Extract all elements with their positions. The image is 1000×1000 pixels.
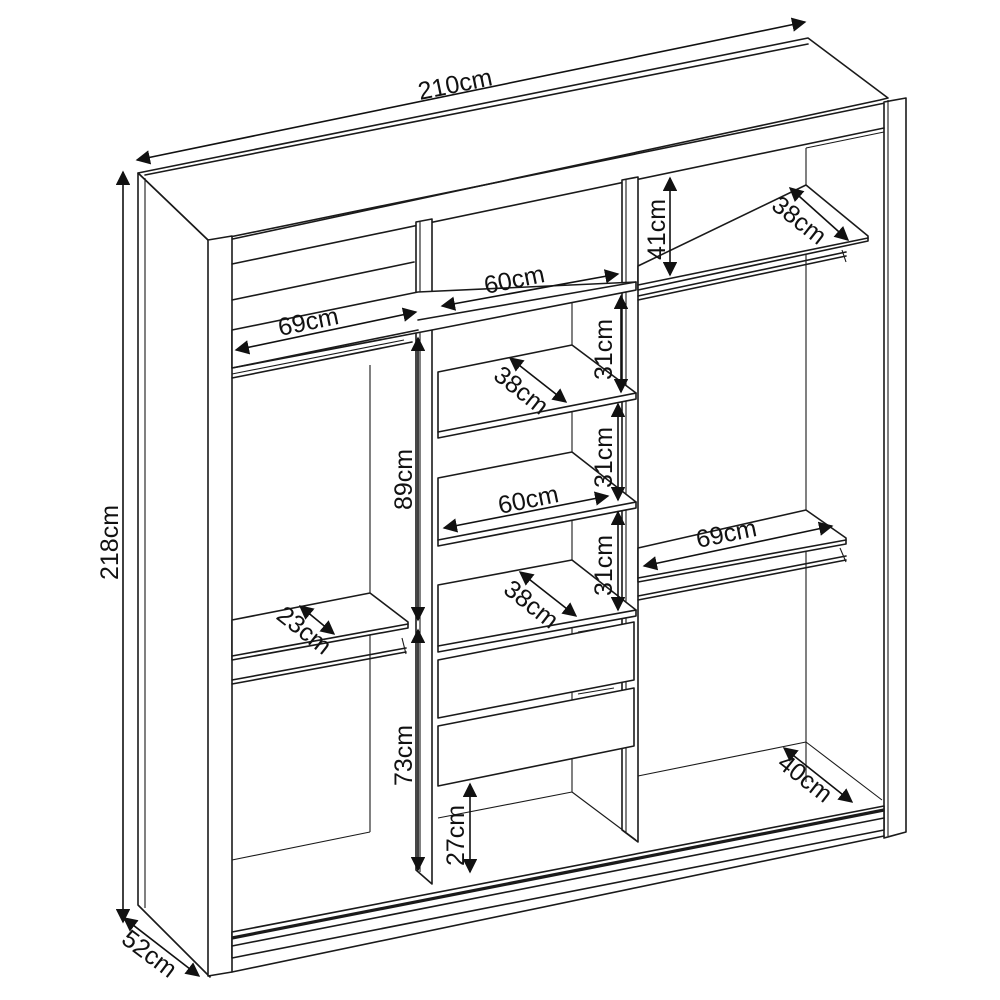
label-left-lower-height: 73cm <box>390 725 418 786</box>
label-center-gap-3: 31cm <box>590 535 618 596</box>
right-top-shelf <box>637 184 869 301</box>
right-middle-shelf <box>637 509 883 801</box>
label-right-floor-depth: 40cm <box>772 749 837 809</box>
label-left-upper-height: 89cm <box>390 449 418 510</box>
label-overall-height: 218cm <box>96 505 124 580</box>
dimension-lines <box>115 17 854 977</box>
label-center-bottom-clearance: 27cm <box>442 805 470 866</box>
label-right-top-height: 41cm <box>643 199 671 260</box>
label-overall-width: 210cm <box>416 63 495 106</box>
label-center-gap-2: 31cm <box>590 427 618 488</box>
label-center-gap-1: 31cm <box>590 319 618 380</box>
drawers <box>437 621 635 819</box>
